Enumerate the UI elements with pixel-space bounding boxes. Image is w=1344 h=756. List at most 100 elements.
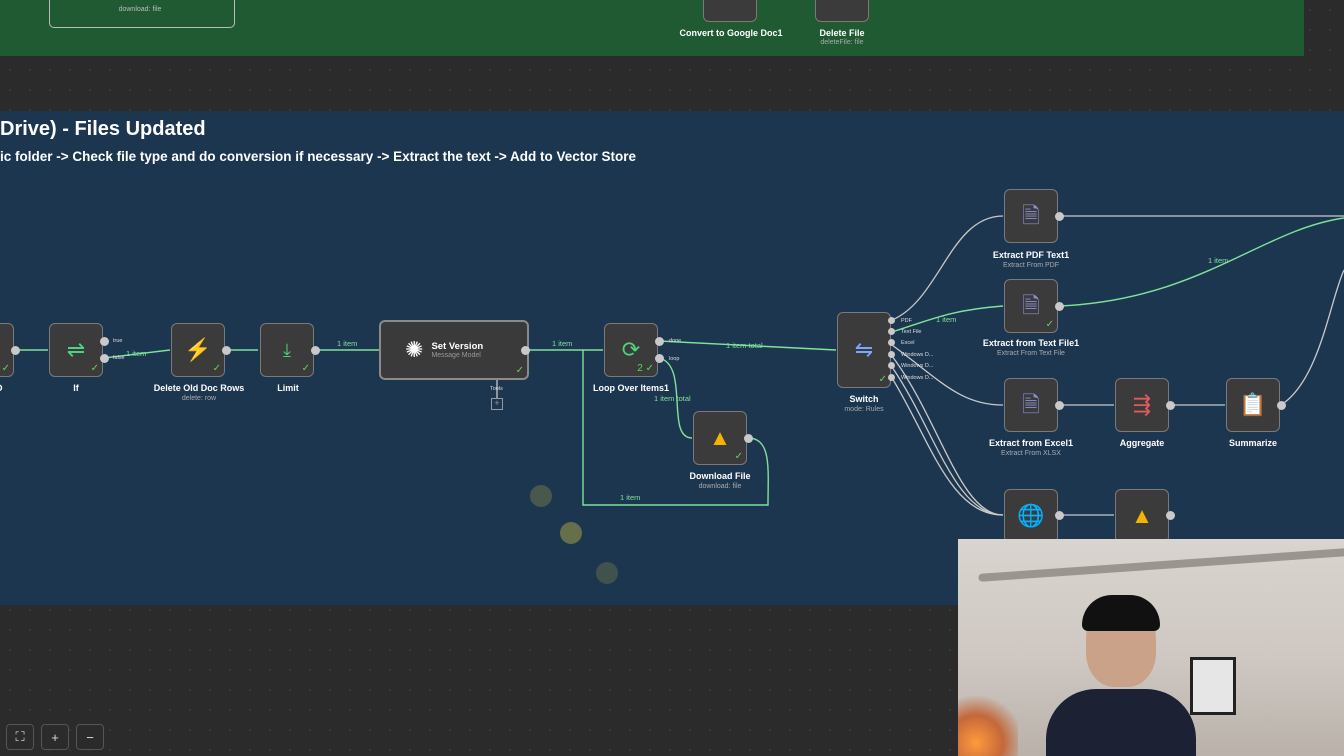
node-extract-pdf-sub: Extract From PDF [1002, 262, 1059, 269]
port-switch-out-3[interactable] [888, 351, 895, 358]
edge-limit-set-label: 1 item [337, 339, 358, 348]
add-tool-button[interactable]: + [491, 398, 503, 410]
port-limit-out[interactable] [311, 346, 320, 355]
top-node-delete-file[interactable] [815, 0, 869, 22]
wall-picture [1190, 657, 1236, 715]
node-if[interactable]: ⇌✓ [49, 323, 103, 377]
node-extract-excel-sub: Extract From XLSX [1001, 450, 1061, 457]
top-node-delete-sub: deleteFile: file [820, 39, 864, 46]
node-http-request[interactable]: 🌐 [1004, 489, 1058, 543]
port-tools-label: Tools [490, 386, 503, 392]
node-extract-pdf[interactable]: 🗎 [1004, 189, 1058, 243]
port-if-true[interactable] [100, 337, 109, 346]
zoom-out-icon: − [86, 729, 94, 745]
node-if-label: If [73, 383, 79, 393]
branch-icon: ⇌ [66, 337, 86, 362]
switch-output-label: Windows D... [901, 352, 934, 358]
top-node-download-sub: download: file [118, 6, 162, 13]
file-extract-icon: 🗎 [1022, 293, 1040, 318]
port-extract-pdf-out[interactable] [1055, 212, 1064, 221]
port-partial-id-out[interactable] [11, 346, 20, 355]
aggregate-icon: ⇶ [1132, 392, 1152, 417]
node-set-version[interactable]: ✺ Set Version Message Model ✓ [379, 320, 529, 380]
node-extract-excel[interactable]: 🗎 [1004, 378, 1058, 432]
zoom-in-button[interactable]: + [41, 724, 69, 750]
node-loop[interactable]: ⟳ 2 ✓ [604, 323, 658, 377]
top-node-convert-label: Convert to Google Doc1 [679, 28, 783, 38]
node-delete-rows-label: Delete Old Doc Rows [153, 383, 245, 393]
node-switch[interactable]: ⇋✓ [837, 312, 891, 388]
openai-icon: ✺ [405, 337, 424, 362]
port-loop-loop-label: loop [669, 356, 680, 362]
port-aggregate-out[interactable] [1166, 401, 1175, 410]
node-limit-label: Limit [277, 383, 299, 393]
edge-if-delete-label: 1 item [126, 349, 147, 358]
port-switch-out-1[interactable] [888, 328, 895, 335]
edge-loop-switch-label: 1 item total [726, 341, 763, 350]
webcam-overlay [958, 539, 1344, 756]
port-switch-out-0[interactable] [888, 317, 895, 324]
wall-lamp [958, 689, 1018, 756]
person-body [1046, 689, 1196, 756]
node-download[interactable]: ▲✓ [693, 411, 747, 465]
node-aggregate-label: Aggregate [1119, 438, 1165, 448]
node-extract-excel-label: Extract from Excel1 [988, 438, 1074, 448]
node-loop-badge: 2 ✓ [637, 363, 654, 374]
node-extract-text-sub: Extract From Text File [997, 350, 1065, 357]
cursor-highlight [530, 485, 552, 507]
zoom-out-button[interactable]: − [76, 724, 104, 750]
port-loop-done[interactable] [655, 337, 664, 346]
limit-icon: ⤓ [283, 340, 291, 360]
node-set-version-title: Set Version [431, 341, 484, 352]
node-summarize[interactable]: 📋 [1226, 378, 1280, 432]
node-download-sub: download: file [698, 483, 742, 490]
node-limit[interactable]: ⤓✓ [260, 323, 314, 377]
node-extract-text-label: Extract from Text File1 [982, 338, 1080, 348]
switch-output-label: Windows D... [901, 363, 934, 369]
zoom-in-icon: + [51, 729, 59, 745]
edge-text-out-label: 1 item [1208, 256, 1229, 265]
edge-loop-download-label: 1 item total [654, 394, 691, 403]
node-aggregate[interactable]: ⇶ [1115, 378, 1169, 432]
node-extract-text[interactable]: 🗎✓ [1004, 279, 1058, 333]
sticky-note-top[interactable] [0, 0, 1304, 56]
node-google-drive-2[interactable]: ▲ [1115, 489, 1169, 543]
port-extract-text-out[interactable] [1055, 302, 1064, 311]
port-if-false[interactable] [100, 354, 109, 363]
port-loop-loop[interactable] [655, 354, 664, 363]
top-node-download-frame[interactable] [49, 0, 235, 28]
port-drive2-out[interactable] [1166, 511, 1175, 520]
bolt-icon: ⚡ [184, 337, 212, 362]
node-summarize-label: Summarize [1228, 438, 1278, 448]
switch-output-label: Text File [901, 329, 922, 335]
port-http-out[interactable] [1055, 511, 1064, 520]
node-switch-label: Switch [849, 394, 879, 404]
node-delete-rows[interactable]: ⚡✓ [171, 323, 225, 377]
sticky-title: Drive) - Files Updated [0, 118, 206, 140]
port-if-false-label: false [113, 355, 125, 361]
node-download-label: Download File [689, 471, 751, 481]
file-extract-icon: 🗎 [1022, 392, 1040, 417]
fit-view-button[interactable]: ⛶ [6, 724, 34, 750]
node-delete-rows-sub: delete: row [181, 395, 217, 402]
switch-output-label: Excel [901, 340, 915, 346]
port-summarize-out[interactable] [1277, 401, 1286, 410]
loop-icon: ⟳ [621, 337, 641, 362]
node-partial-id-label: ID [0, 383, 68, 393]
switch-output-label: PDF [901, 318, 912, 324]
cursor-highlight [596, 562, 618, 584]
edge-download-back-label: 1 item [620, 493, 641, 502]
port-switch-out-5[interactable] [888, 374, 895, 381]
port-extract-excel-out[interactable] [1055, 401, 1064, 410]
port-switch-out-2[interactable] [888, 339, 895, 346]
port-switch-out-4[interactable] [888, 362, 895, 369]
port-download-out[interactable] [744, 434, 753, 443]
port-loop-done-label: done [669, 338, 682, 344]
port-delete-rows-out[interactable] [222, 346, 231, 355]
top-node-convert[interactable] [703, 0, 757, 22]
sticky-subtitle: ic folder -> Check file type and do conv… [0, 149, 637, 164]
port-if-true-label: true [113, 338, 123, 344]
person-hair [1082, 595, 1160, 631]
port-set-version-out[interactable] [521, 346, 530, 355]
